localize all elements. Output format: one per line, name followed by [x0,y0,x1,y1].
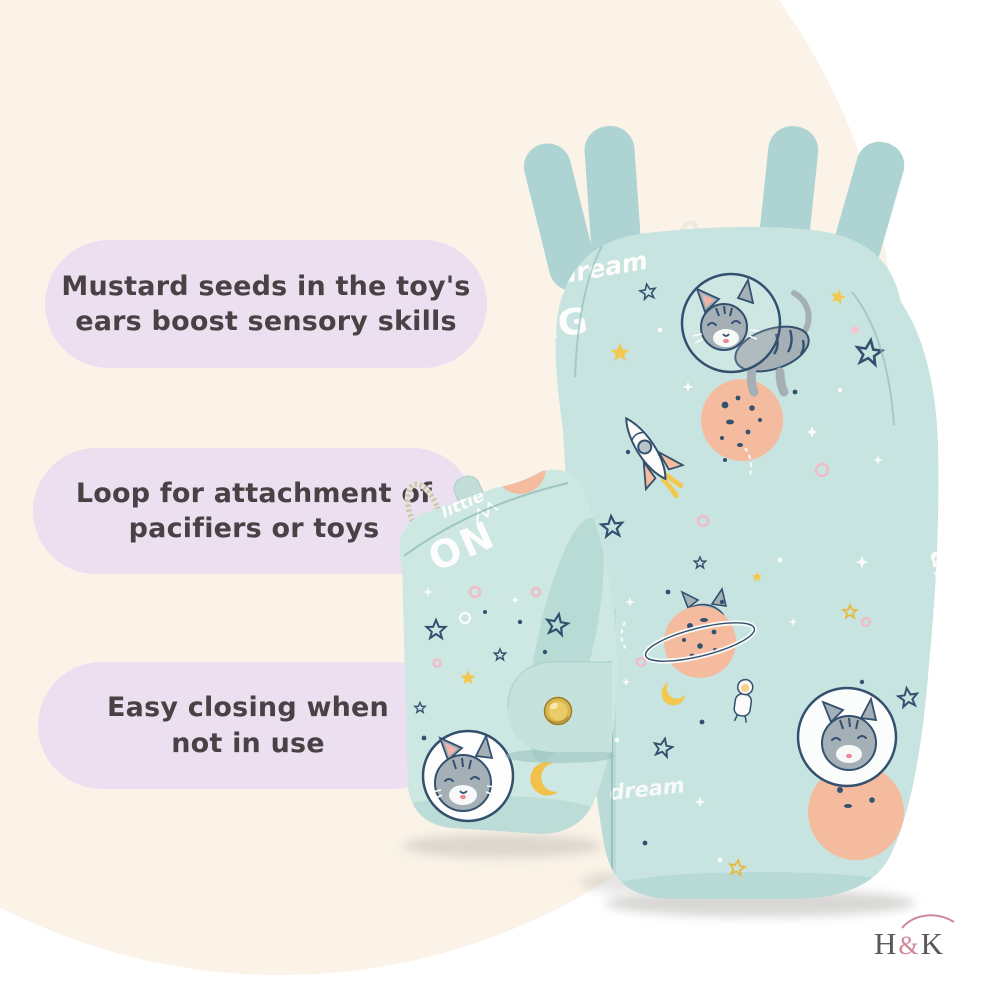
fabric-script-dream-side: dream [923,547,974,649]
logo-arc [901,914,955,929]
feature-text-line: pacifiers or toys [128,513,380,544]
feature-bubble-loop: Loop for attachment of pacifiers or toys [33,448,475,574]
feature-text-line: Loop for attachment of [75,477,433,509]
feature-text-line: Easy closing when [107,692,389,724]
feature-text-line: Mustard seeds in the toy's [61,270,471,302]
feature-text-line: not in use [171,727,325,759]
feature-bubble-mustard-seeds: Mustard seeds in the toy's ears boost se… [45,240,487,368]
feature-bubble-easy-closing: Easy closing when not in use [38,662,458,789]
logo-ampersand: & [898,931,919,960]
brand-logo: H&K [874,914,955,961]
logo-letter-h: H [874,926,897,961]
svg-text:H&K: H&K [874,926,944,961]
logo-letter-k: K [921,926,944,961]
feature-text-line: ears boost sensory skills [75,306,457,337]
cat-helmet-bottom-right [796,686,904,860]
